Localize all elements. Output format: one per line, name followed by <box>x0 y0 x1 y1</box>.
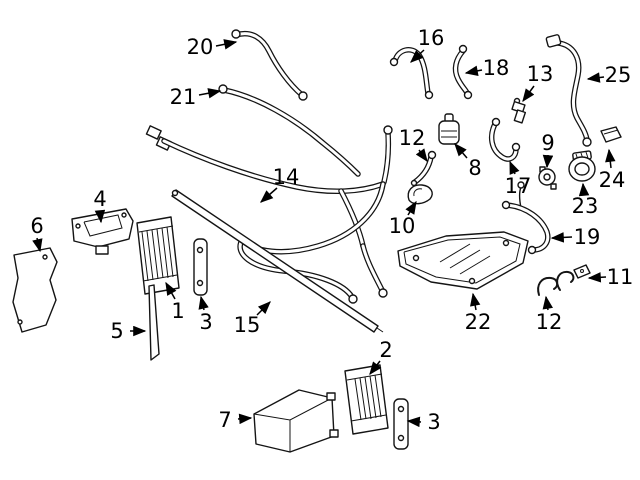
callout-arrow-25 <box>586 72 605 83</box>
callout-label-7: 7 <box>218 408 231 432</box>
hose-12-upper <box>410 150 437 187</box>
callout-arrow-23 <box>578 182 590 197</box>
callout-label-12a: 12 <box>399 126 426 150</box>
clip-24 <box>600 126 622 143</box>
callout-arrow-3b <box>406 416 422 428</box>
callout-label-11: 11 <box>607 265 634 289</box>
callout-label-15: 15 <box>234 313 261 337</box>
callout-arrow-15 <box>256 301 271 316</box>
callout-arrow-11 <box>587 272 607 283</box>
strip-5 <box>148 284 160 361</box>
callout-arrow-1 <box>165 281 177 300</box>
fitting-9 <box>538 166 557 190</box>
callout-label-12b: 12 <box>536 310 563 334</box>
callout-label-20: 20 <box>187 35 214 59</box>
callout-arrow-8 <box>454 143 468 159</box>
rod-15 <box>171 189 384 333</box>
radiator-1 <box>136 216 180 295</box>
callout-arrow-18 <box>464 65 483 76</box>
callout-arrow-9 <box>542 154 554 169</box>
callout-arrow-21 <box>198 88 222 99</box>
callout-arrow-17 <box>509 160 520 175</box>
callout-label-18: 18 <box>483 56 510 80</box>
callout-label-10: 10 <box>389 214 416 238</box>
plate-3-right <box>393 398 409 450</box>
bracket-4 <box>71 208 134 255</box>
callout-label-1: 1 <box>171 299 184 323</box>
hose-20 <box>231 29 308 101</box>
hose-21 <box>218 84 361 177</box>
callout-arrow-16 <box>410 49 425 63</box>
callout-label-23: 23 <box>572 194 599 218</box>
callout-label-24: 24 <box>599 168 626 192</box>
callout-label-8: 8 <box>468 156 481 180</box>
callout-label-13: 13 <box>527 62 554 86</box>
callout-label-3b: 3 <box>427 410 440 434</box>
hose-25 <box>545 34 592 147</box>
callout-arrow-2 <box>369 360 382 376</box>
callout-arrow-20 <box>215 39 238 50</box>
callout-label-9: 9 <box>541 131 554 155</box>
plate-3-left <box>193 238 208 296</box>
callout-arrow-7 <box>237 413 253 425</box>
callout-label-5: 5 <box>110 319 123 343</box>
callout-arrow-12a <box>415 148 428 163</box>
callout-label-25: 25 <box>605 63 632 87</box>
callout-label-2: 2 <box>379 338 392 362</box>
callout-label-16: 16 <box>418 26 445 50</box>
clamp-23 <box>568 150 596 182</box>
hose-14-assembly <box>145 125 393 249</box>
callout-arrow-12b <box>542 295 553 311</box>
callout-label-3a: 3 <box>199 310 212 334</box>
callout-arrow-24 <box>605 148 616 169</box>
callout-arrow-4 <box>94 209 106 224</box>
callout-arrow-22 <box>470 292 481 311</box>
connector-13 <box>511 97 527 124</box>
callout-label-14: 14 <box>273 165 300 189</box>
hose-16 <box>389 47 434 100</box>
callout-label-19: 19 <box>574 225 601 249</box>
hose-17 <box>488 117 521 162</box>
callout-label-6: 6 <box>30 214 43 238</box>
callout-arrow-13 <box>522 85 535 103</box>
bracket-10 <box>407 184 433 205</box>
callout-arrow-3a <box>198 295 209 311</box>
radiator-2 <box>344 364 389 435</box>
callout-label-4: 4 <box>93 187 106 211</box>
hose-19 <box>501 181 551 255</box>
bracket-11 <box>556 264 591 291</box>
clip-12-lower <box>537 276 559 296</box>
callout-arrow-6 <box>32 237 43 253</box>
duct-7 <box>253 389 339 453</box>
callout-arrow-10 <box>405 200 417 216</box>
callout-arrow-19 <box>550 232 573 243</box>
part-illustrations <box>12 29 622 453</box>
panel-22 <box>397 231 529 290</box>
hose-18 <box>452 44 473 100</box>
panel-6 <box>12 247 58 333</box>
callout-arrow-14 <box>260 187 278 203</box>
callout-label-17: 17 <box>505 174 532 198</box>
callout-label-21: 21 <box>170 85 197 109</box>
canister-8 <box>438 113 460 145</box>
callout-label-22: 22 <box>465 310 492 334</box>
